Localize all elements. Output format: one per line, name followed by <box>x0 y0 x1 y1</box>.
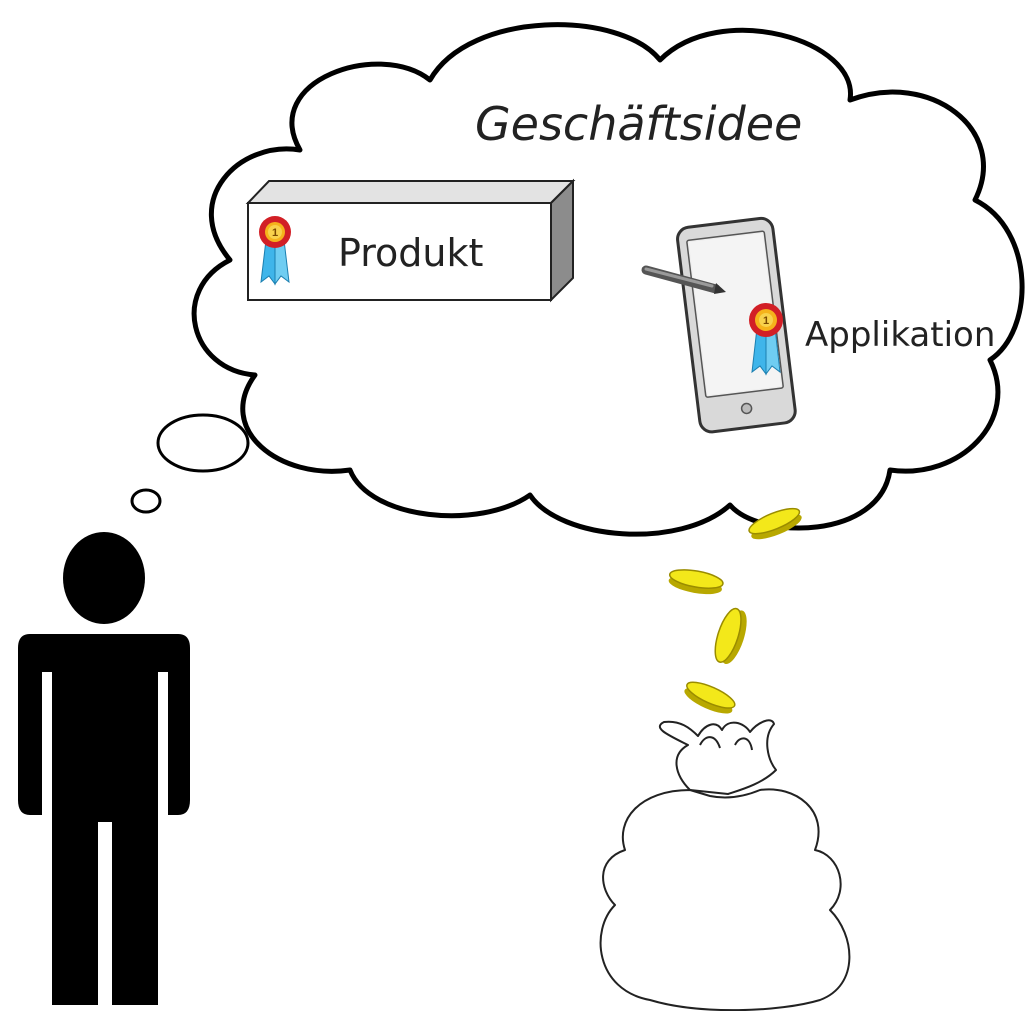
money-bag-icon <box>601 720 850 1010</box>
gold-coin-icon <box>667 566 724 597</box>
product-label: Produkt <box>338 231 483 275</box>
product-box-top <box>248 181 573 203</box>
thought-bubble-large <box>158 415 248 471</box>
thought-bubble-small <box>132 490 160 512</box>
application-medal-number: 1 <box>763 315 769 327</box>
application-label: Applikation <box>805 315 995 355</box>
person-silhouette-icon <box>18 532 190 1005</box>
product-medal-number: 1 <box>272 227 278 239</box>
gold-coin-icon <box>681 677 737 718</box>
cloud-title: Geschäftsidee <box>475 97 802 151</box>
gold-coin-icon <box>710 606 752 667</box>
product-box-side <box>551 181 573 300</box>
falling-coins <box>667 504 804 719</box>
